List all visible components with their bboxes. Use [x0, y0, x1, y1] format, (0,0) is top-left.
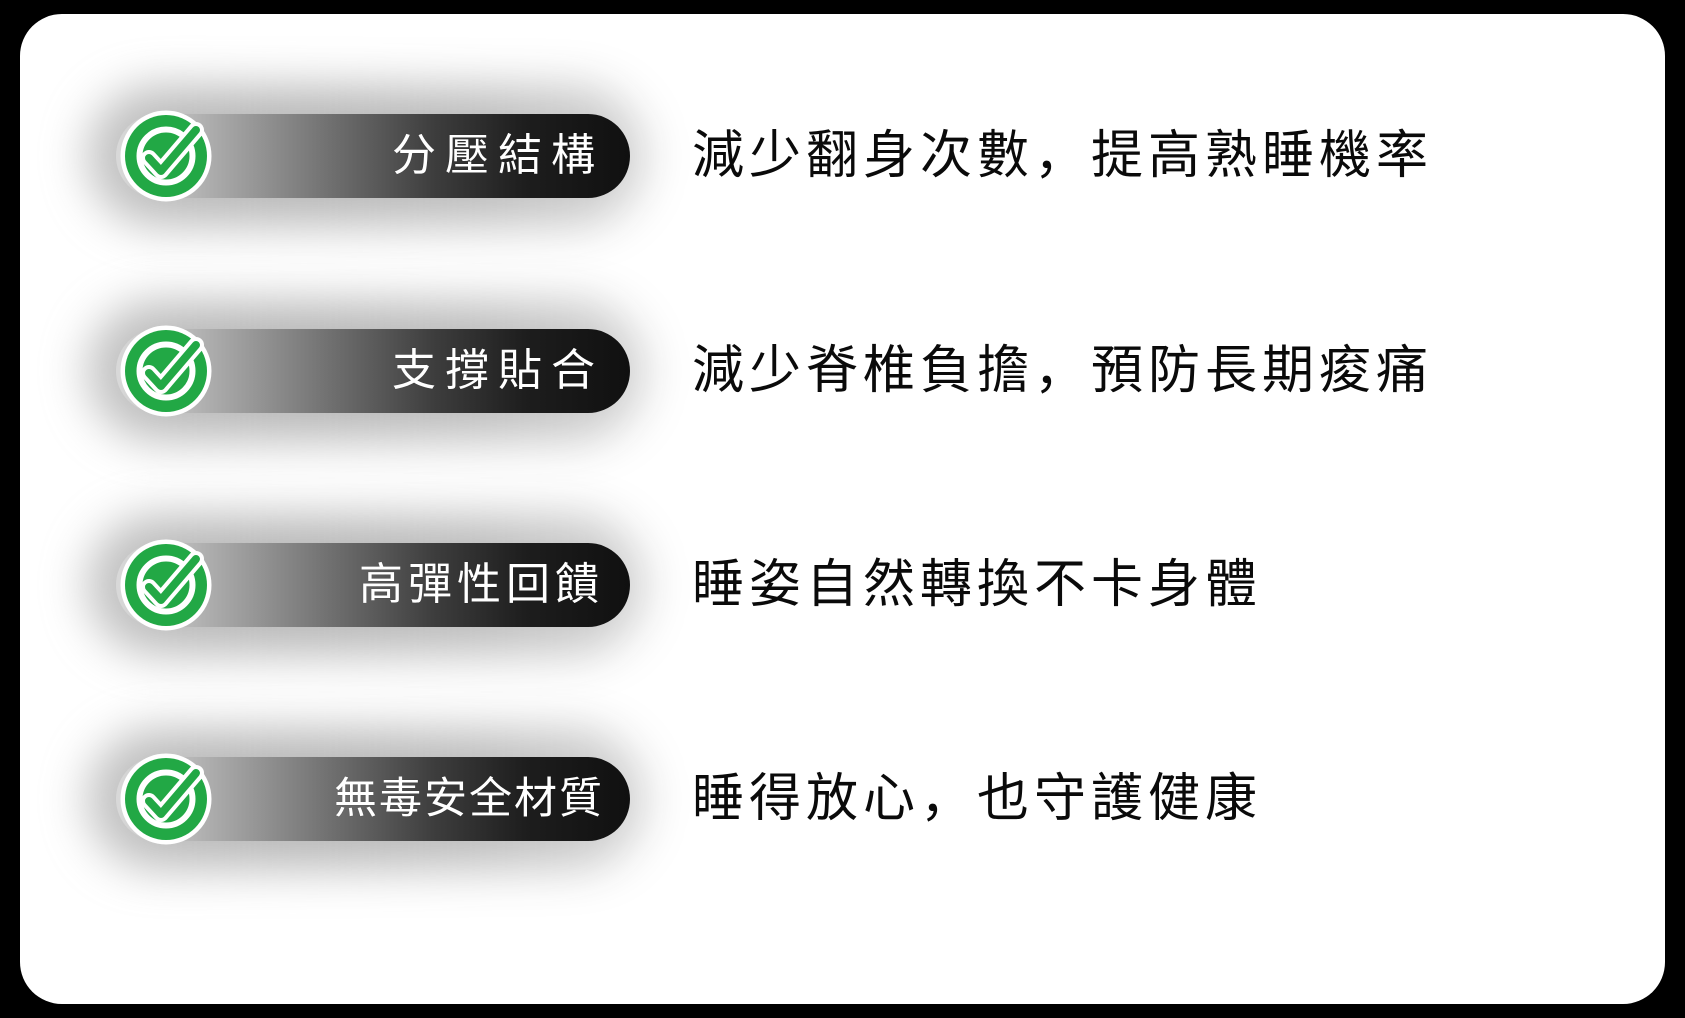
- feature-row: 分壓結構 減少翻身次數，提高熟睡機率: [20, 76, 1665, 236]
- feature-row: 支撐貼合 減少脊椎負擔，預防長期痠痛: [20, 291, 1665, 451]
- feature-description: 睡得放心，也守護健康: [692, 769, 1263, 829]
- feature-badge-label: 高彈性回饋: [359, 559, 604, 610]
- feature-description: 睡姿自然轉換不卡身體: [692, 555, 1263, 615]
- feature-list-card: 分壓結構 減少翻身次數，提高熟睡機率 支撐貼合: [20, 14, 1665, 1004]
- green-check-circle-icon: [116, 535, 216, 635]
- feature-badge-label: 無毒安全材質: [334, 773, 604, 824]
- feature-badge-label: 分壓結構: [392, 130, 604, 181]
- green-check-circle-icon: [116, 321, 216, 421]
- feature-description: 減少脊椎負擔，預防長期痠痛: [692, 341, 1434, 401]
- feature-row: 高彈性回饋 睡姿自然轉換不卡身體: [20, 505, 1665, 665]
- feature-badge-label: 支撐貼合: [392, 345, 604, 396]
- feature-description: 減少翻身次數，提高熟睡機率: [692, 126, 1434, 186]
- green-check-circle-icon: [116, 749, 216, 849]
- feature-row: 無毒安全材質 睡得放心，也守護健康: [20, 719, 1665, 879]
- green-check-circle-icon: [116, 106, 216, 206]
